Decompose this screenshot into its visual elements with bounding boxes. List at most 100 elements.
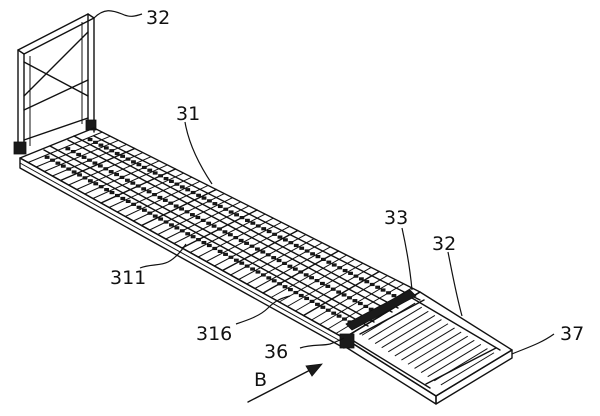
deck-grating <box>27 131 413 334</box>
grating-hole <box>169 179 174 183</box>
grating-hole <box>162 198 168 202</box>
grating-hole <box>347 296 352 300</box>
grating-hole <box>255 270 261 274</box>
grating-hole <box>152 171 158 175</box>
grating-hole <box>320 281 325 286</box>
grating-hole <box>326 260 332 264</box>
grating-hole <box>168 201 174 205</box>
grating-hole <box>93 140 98 144</box>
grating-hole <box>250 267 255 271</box>
grating-hole <box>244 241 249 245</box>
grating-hole <box>352 299 358 303</box>
grating-hole <box>179 229 185 233</box>
grating-hole <box>146 190 152 194</box>
deck-slat <box>189 213 266 253</box>
grating-hole <box>277 282 283 286</box>
direction-arrow <box>247 363 323 403</box>
grating-hole <box>114 193 120 198</box>
main-deck <box>19 127 421 349</box>
grating-hole <box>320 257 326 262</box>
grating-hole <box>391 294 397 298</box>
label-311: 311 <box>110 267 146 289</box>
grating-hole <box>255 224 261 228</box>
grating-hole <box>163 176 169 181</box>
grating-hole <box>109 190 115 195</box>
grating-hole <box>201 196 207 200</box>
deck-slat <box>206 221 282 262</box>
deck-slat <box>238 238 315 280</box>
grating-hole <box>103 146 109 150</box>
grating-hole <box>92 161 98 165</box>
grating-hole <box>179 207 184 211</box>
grating-hole <box>303 273 309 277</box>
extension-slat <box>374 310 429 344</box>
grating-hole <box>380 288 386 292</box>
grating-hole <box>233 235 239 240</box>
grating-hole <box>277 235 283 239</box>
grating-hole <box>71 170 77 174</box>
grating-hole <box>244 264 250 268</box>
grating-hole <box>120 154 126 158</box>
grating-hole <box>250 221 256 225</box>
grating-hole <box>130 181 136 185</box>
grating-hole <box>239 215 245 220</box>
grating-hole <box>103 167 109 171</box>
leader-lines <box>93 10 555 355</box>
deck-slat <box>319 279 396 325</box>
deck-slat <box>270 254 347 298</box>
deck-slat <box>125 180 201 217</box>
grating-hole <box>282 261 287 266</box>
grating-hole <box>272 232 277 236</box>
extension-slat <box>420 339 475 373</box>
grating-hole <box>206 221 212 225</box>
grating-hole <box>158 174 164 178</box>
deck-slat <box>76 156 152 190</box>
grating-hole <box>260 250 266 254</box>
grating-hole <box>223 207 229 211</box>
grating-hole <box>98 143 104 147</box>
grating-hole <box>330 287 336 291</box>
extension-slat <box>414 335 469 369</box>
grating-hole <box>342 317 347 321</box>
grating-hole <box>185 232 191 236</box>
grating-hole <box>342 268 348 273</box>
grating-hole <box>298 270 304 274</box>
grating-hole <box>200 218 206 222</box>
extension-slat <box>361 302 416 336</box>
grating-hole <box>173 204 179 208</box>
grating-hole <box>233 258 239 262</box>
grating-hole <box>70 149 76 154</box>
grating-hole <box>353 274 359 278</box>
grating-hole <box>386 291 391 295</box>
grating-hole <box>348 271 353 275</box>
grating-hole <box>336 290 342 294</box>
grating-hole <box>141 187 147 191</box>
grating-hole <box>266 229 272 234</box>
deck-slat <box>221 229 299 272</box>
deck-slat <box>44 139 119 172</box>
deck-slat <box>254 246 331 289</box>
grating-hole <box>288 241 294 245</box>
label-32-right: 32 <box>432 233 456 255</box>
grating-hole <box>239 261 245 265</box>
grating-hole <box>174 226 180 230</box>
grating-hole <box>337 266 343 270</box>
grating-hole <box>234 213 239 217</box>
grating-hole <box>293 290 299 295</box>
extension-slat <box>433 348 488 382</box>
grating-hole <box>249 244 255 248</box>
grating-hole <box>266 276 272 280</box>
grating-hole <box>228 210 234 214</box>
grating-hole <box>76 152 82 157</box>
grating-hole <box>114 172 119 177</box>
grating-hole <box>157 195 163 200</box>
extension-frame <box>339 289 513 405</box>
grating-hole <box>364 280 370 284</box>
grating-hole <box>271 256 277 260</box>
grating-hole <box>357 301 363 306</box>
grating-hole <box>131 160 136 164</box>
grating-hole <box>66 167 72 171</box>
grating-hole <box>293 243 299 248</box>
extension-slat <box>381 315 436 349</box>
grating-hole <box>119 175 125 179</box>
